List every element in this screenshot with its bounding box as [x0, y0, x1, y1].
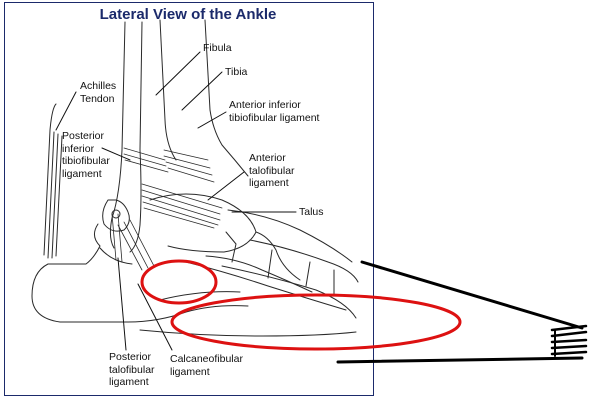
figure-frame — [4, 2, 374, 396]
label-posterior-talofibular-ligament: Posterior talofibular ligament — [109, 351, 155, 388]
label-tibia: Tibia — [225, 66, 248, 78]
figure-title: Lateral View of the Ankle — [99, 6, 277, 23]
lateral-malleolus — [102, 199, 130, 232]
annotation-circle-small — [140, 259, 218, 305]
label-fibula: Fibula — [203, 42, 232, 54]
label-calcaneofibular-ligament: Calcaneofibular ligament — [170, 353, 243, 378]
talofibular-ligament-fibers — [141, 183, 223, 229]
label-achilles-tendon: Achilles Tendon — [80, 80, 117, 105]
achilles-tendon — [43, 103, 63, 259]
label-leader-lines — [55, 51, 297, 351]
label-anterior-inferior-tibiofibular-ligament: Anterior inferior tibiofibular ligament — [229, 99, 320, 124]
tibia-bone — [159, 19, 249, 177]
calcaneus-bone — [31, 223, 249, 323]
label-talus: Talus — [299, 206, 324, 218]
calcaneofibular-ligament-fibers — [111, 213, 155, 271]
label-anterior-talofibular-ligament: Anterior talofibular ligament — [249, 152, 295, 189]
tibiofibular-ligaments — [123, 147, 215, 183]
label-posterior-inferior-tibiofibular-ligament: Posterior inferior tibiofibular ligament — [62, 130, 110, 180]
annotation-marker-lines — [336, 260, 588, 364]
annotation-circle-large — [170, 293, 462, 351]
foot-bones — [139, 193, 359, 337]
